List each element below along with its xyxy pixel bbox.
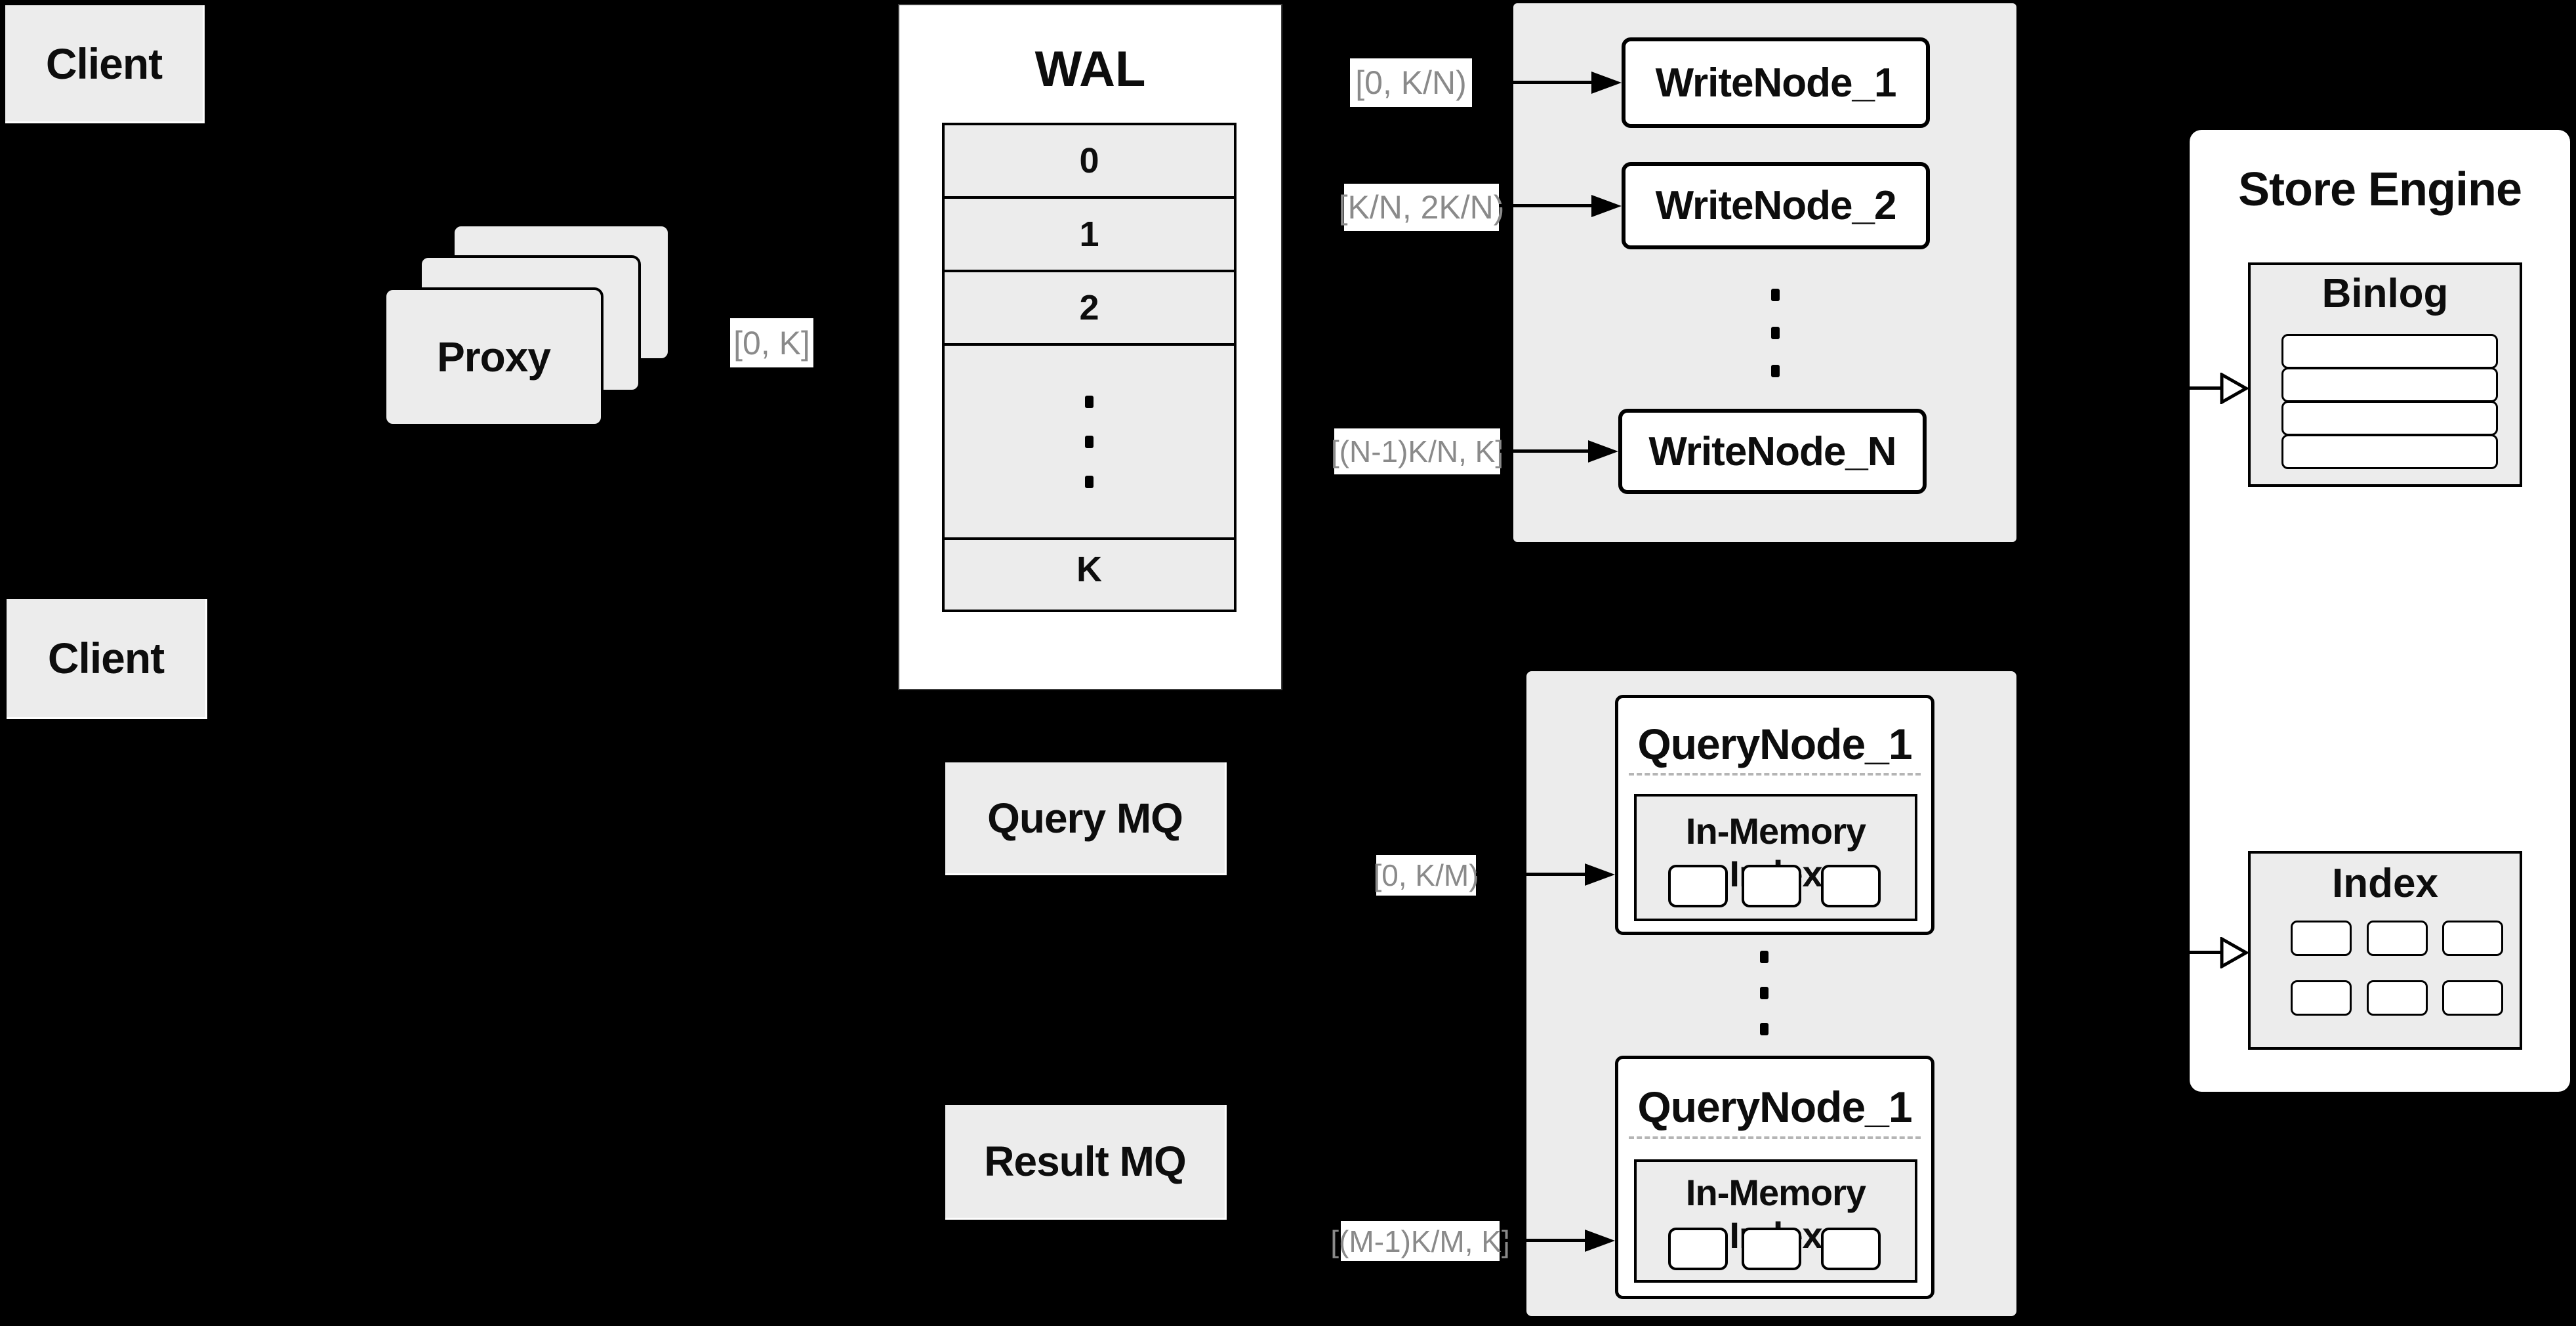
arrow-to-query-node-bottom [1500, 1239, 1586, 1242]
arrowhead-write-node-n [1588, 440, 1618, 463]
arrowhead-query-node-top [1585, 863, 1615, 886]
index-box: Index [2248, 851, 2522, 1050]
wal-segment-table: 0 1 2 K [942, 123, 1237, 612]
client-top-label: Client [45, 39, 163, 88]
ellipsis-dot [1770, 288, 1780, 301]
ellipsis-dot [1085, 475, 1094, 488]
store-engine-panel: Store Engine Binlog Index [2190, 130, 2570, 1092]
range-label-write-n: [(N-1)K/N, K] [1331, 428, 1503, 474]
proxy-box: Proxy [384, 287, 603, 426]
in-memory-index-box-top: In-Memory Index [1634, 794, 1917, 921]
index-chunk [1668, 865, 1728, 907]
index-chunk [1821, 1228, 1881, 1270]
query-node-bottom-title: QueryNode_1 [1637, 1083, 1912, 1131]
ellipsis-dot [1770, 326, 1780, 339]
wal-panel: WAL 0 1 2 K [898, 4, 1282, 690]
arrow-to-write-node-2 [1499, 204, 1593, 207]
client-bottom-label: Client [47, 634, 165, 682]
open-arrowhead-binlog [2220, 373, 2249, 404]
binlog-title: Binlog [2321, 271, 2449, 316]
in-memory-index-box-bottom: In-Memory Index [1634, 1159, 1917, 1283]
query-mq-box: Query MQ [945, 762, 1227, 875]
arrow-to-query-node-top [1476, 873, 1586, 876]
ellipsis-dot [1759, 986, 1768, 999]
binlog-segment [2281, 367, 2498, 402]
ellipsis-dot [1759, 1022, 1768, 1035]
binlog-segment [2281, 401, 2498, 436]
binlog-box: Binlog [2248, 262, 2522, 487]
wal-row-1: 1 [945, 199, 1234, 272]
query-node-top-title: QueryNode_1 [1637, 720, 1912, 768]
arrow-to-binlog [2178, 386, 2222, 390]
range-label-query-1: [0, K/M) [1373, 855, 1479, 896]
wal-row-ellipsis [945, 346, 1234, 540]
open-arrowhead-index [2220, 937, 2249, 968]
range-label-write-2: [K/N, 2K/N) [1339, 184, 1504, 231]
client-box-bottom: Client [7, 599, 207, 719]
index-segment [2442, 980, 2503, 1016]
divider-dashed [1629, 1136, 1921, 1139]
ellipsis-dot [1770, 364, 1780, 377]
range-label-query-m: [(M-1)K/M, K] [1330, 1221, 1510, 1261]
arrowhead-query-node-bottom [1585, 1230, 1615, 1252]
index-segment [2291, 980, 2352, 1016]
wal-row-2: 2 [945, 272, 1234, 346]
range-label-write-1: [0, K/N) [1350, 58, 1472, 107]
write-node-n: WriteNode_N [1618, 409, 1927, 494]
arrowhead-write-node-1 [1591, 72, 1622, 94]
wal-row-0: 0 [945, 125, 1234, 199]
index-segment [2367, 921, 2428, 956]
divider-dashed [1629, 773, 1921, 776]
client-box-top: Client [5, 5, 205, 123]
range-label-proxy-to-wal: [0, K] [730, 318, 813, 367]
binlog-segment [2281, 434, 2498, 469]
proxy-label: Proxy [437, 333, 551, 381]
wal-row-k: K [1076, 550, 1102, 589]
index-segment [2442, 921, 2503, 956]
arrow-to-write-node-n [1500, 449, 1589, 453]
index-chunk [1668, 1228, 1728, 1270]
index-segment [2291, 921, 2352, 956]
query-node-top: QueryNode_1 In-Memory Index [1615, 695, 1934, 935]
index-segment [2367, 980, 2428, 1016]
arrow-to-index [2178, 951, 2222, 954]
write-node-1: WriteNode_1 [1622, 37, 1930, 128]
write-node-ellipsis [1767, 270, 1784, 395]
binlog-segment [2281, 334, 2498, 369]
store-engine-title: Store Engine [2238, 163, 2522, 216]
ellipsis-dot [1759, 950, 1768, 963]
index-chunk [1742, 865, 1801, 907]
ellipsis-dot [1085, 395, 1094, 408]
result-mq-box: Result MQ [945, 1105, 1227, 1220]
wal-title: WAL [1034, 41, 1146, 97]
arrowhead-write-node-2 [1591, 195, 1622, 217]
query-node-bottom: QueryNode_1 In-Memory Index [1615, 1056, 1934, 1299]
index-chunk [1821, 865, 1881, 907]
query-node-ellipsis [1755, 945, 1772, 1041]
index-chunk [1742, 1228, 1801, 1270]
write-node-2: WriteNode_2 [1622, 162, 1930, 249]
arrow-to-write-node-1 [1472, 81, 1593, 84]
ellipsis-dot [1085, 435, 1094, 448]
index-title: Index [2332, 861, 2438, 906]
